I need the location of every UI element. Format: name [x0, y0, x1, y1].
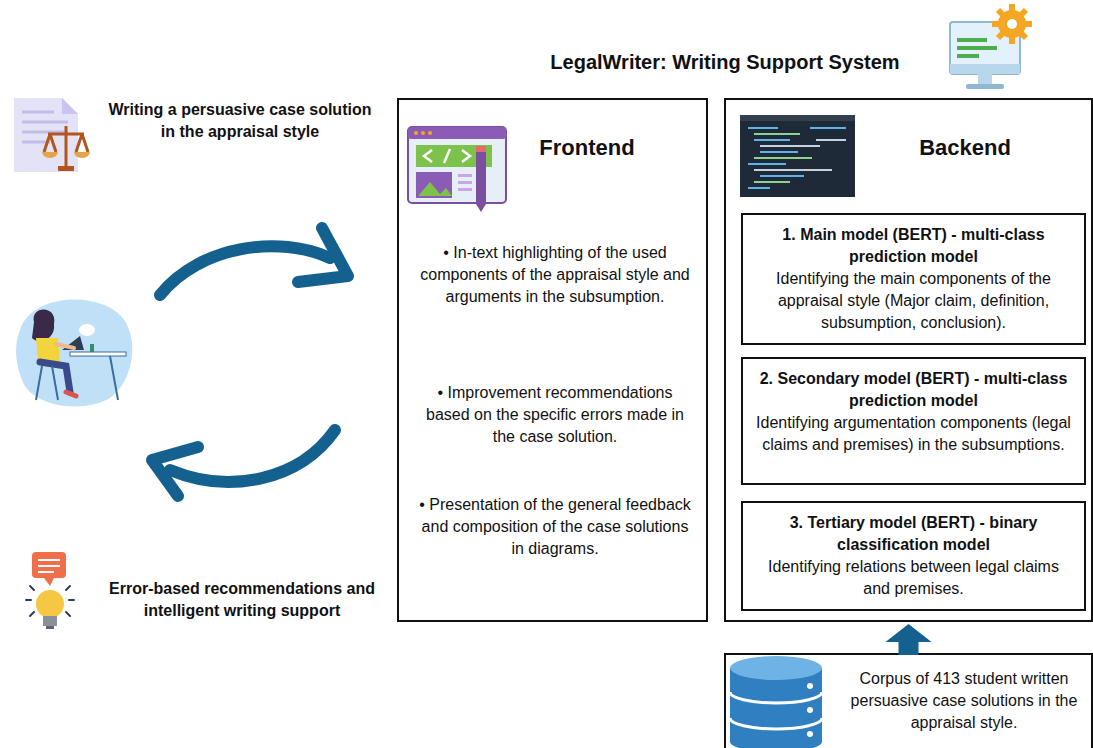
side-caption: Error-based recommendations and intellig…: [96, 578, 388, 622]
writer-illustration: [16, 299, 132, 406]
corpus-box: Corpus of 413 student written persuasive…: [724, 653, 1093, 748]
feature-bullet: • Improvement recommendations based on t…: [415, 382, 695, 448]
model-box: 1. Main model (BERT) - multi-class predi…: [741, 213, 1086, 345]
cycle-arrows: [152, 228, 348, 496]
panel-heading: Frontend: [527, 134, 647, 162]
model-heading: 3. Tertiary model (BERT) - binary classi…: [753, 512, 1074, 556]
model-box: 3. Tertiary model (BERT) - binary classi…: [741, 501, 1086, 611]
data-flow-arrow: [886, 624, 932, 655]
model-description: Identifying relations between legal clai…: [753, 556, 1074, 600]
backend-panel: Backend 1. Main model (BERT) - multi-clas…: [724, 98, 1093, 622]
model-heading: 2. Secondary model (BERT) - multi-class …: [753, 368, 1074, 412]
backend-icon: [740, 115, 855, 197]
system-monitor-icon: [950, 4, 1032, 89]
feature-bullet: • Presentation of the general feedback a…: [415, 494, 695, 560]
document-icon: [14, 98, 90, 172]
corpus-description: Corpus of 413 student written persuasive…: [836, 668, 1092, 734]
model-heading: 1. Main model (BERT) - multi-class predi…: [753, 224, 1074, 268]
frontend-panel: Frontend • In-text highlighting of the us…: [397, 98, 708, 622]
side-caption: Writing a persuasive case solution in th…: [100, 99, 380, 143]
model-box: 2. Secondary model (BERT) - multi-class …: [741, 357, 1086, 485]
panel-heading: Backend: [905, 134, 1025, 162]
model-description: Identifying the main components of the a…: [753, 268, 1074, 334]
frontend-icon: [408, 127, 506, 212]
lightbulb-icon: [26, 552, 74, 629]
database-icon: [730, 656, 822, 748]
model-description: Identifying argumentation components (le…: [753, 412, 1074, 456]
diagram-title: LegalWriter: Writing Support System: [520, 49, 930, 75]
feature-bullet: • In-text highlighting of the used compo…: [415, 242, 695, 308]
